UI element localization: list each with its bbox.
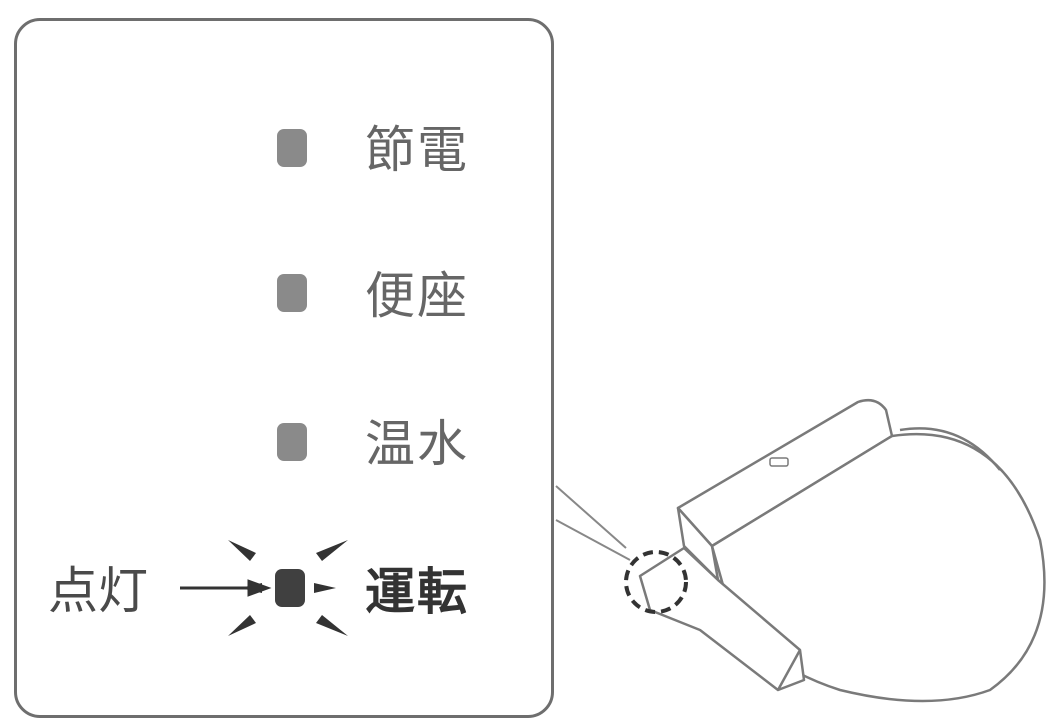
- label-unten: 運転: [365, 563, 469, 621]
- led-benza: [277, 274, 307, 312]
- highlight-circle: [624, 550, 688, 614]
- callout-label: 点灯: [48, 562, 148, 620]
- led-setsuden: [277, 129, 307, 167]
- toilet-seat-icon: [638, 399, 1046, 703]
- led-onsui: [277, 423, 307, 461]
- indicator-panel: 節電 便座 温水 運転: [14, 18, 554, 718]
- led-unten: [275, 569, 305, 607]
- label-benza: 便座: [365, 267, 469, 325]
- label-setsuden: 節電: [365, 121, 469, 179]
- label-onsui: 温水: [365, 415, 469, 473]
- blink-rays-icon: [228, 540, 348, 636]
- leader-lines: [555, 485, 631, 561]
